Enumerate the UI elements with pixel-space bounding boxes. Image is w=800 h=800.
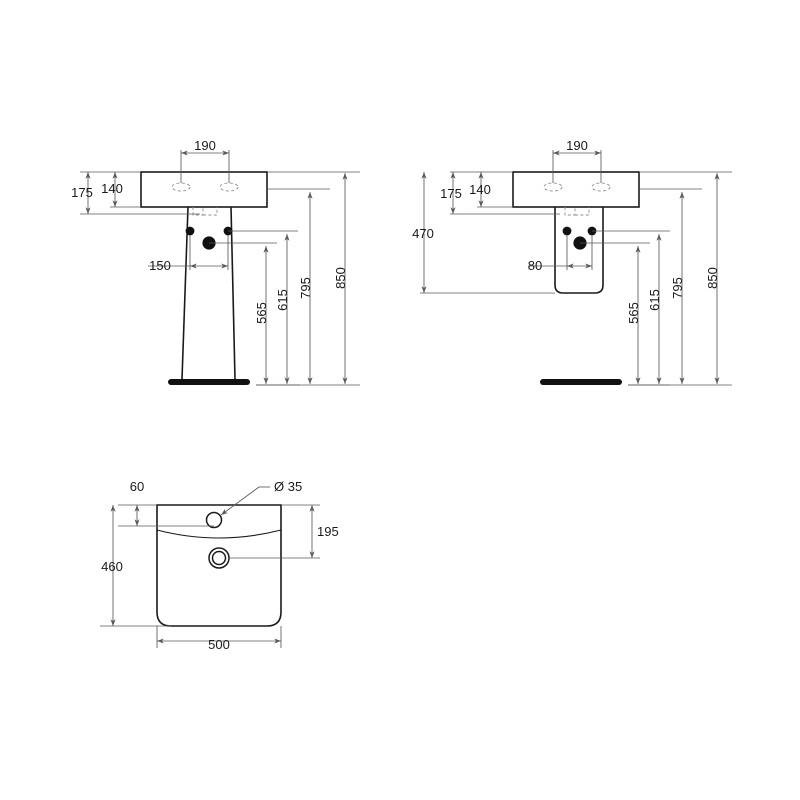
view-plan: Ø 35 60 195 460 500 — [100, 479, 339, 652]
dim-label-140-right: 140 — [469, 182, 491, 197]
tap-hole-left-2 — [219, 182, 239, 192]
dim-label-850-right: 850 — [705, 267, 720, 289]
dim-label-190-right: 190 — [566, 138, 588, 153]
hidden-trap-outline-left — [192, 207, 204, 216]
supply-point-right-hot — [562, 226, 572, 236]
pedestal-column-left — [181, 206, 236, 380]
dim-label-140-left: 140 — [101, 181, 123, 196]
dim-label-460-plan: 460 — [101, 559, 123, 574]
dim-label-615-left: 615 — [275, 289, 290, 311]
semipedestal-shroud-right — [554, 207, 604, 294]
supply-point-left-hot — [185, 226, 195, 236]
hidden-trap-outline-right — [564, 207, 576, 216]
tap-hole-right-2 — [591, 182, 611, 192]
leader-dia35-plan — [220, 486, 260, 516]
dim-label-795-right: 795 — [670, 277, 685, 299]
dim-label-195-plan: 195 — [317, 524, 339, 539]
view-front-semipedestal: 190 175 140 470 80 565 — [412, 138, 732, 386]
dim-label-565-right: 565 — [626, 302, 641, 324]
dim-label-175-right: 175 — [440, 186, 462, 201]
view-front-pedestal: 190 175 140 150 565 615 — [71, 138, 360, 386]
dim-label-470-right: 470 — [412, 226, 434, 241]
hidden-trap-outline-right-2 — [575, 207, 590, 216]
dim-label-795-left: 795 — [298, 277, 313, 299]
dim-label-190-left: 190 — [194, 138, 216, 153]
bowl-rim-curve-plan — [156, 529, 282, 539]
dim-label-850-left: 850 — [333, 267, 348, 289]
basin-body-front-right — [512, 171, 640, 208]
dim-label-175-left: 175 — [71, 185, 93, 200]
dim-label-80-right: 80 — [528, 258, 542, 273]
dim-label-500-plan: 500 — [208, 637, 230, 652]
basin-outline-plan — [156, 504, 282, 627]
dim-label-615-right: 615 — [647, 289, 662, 311]
tap-hole-right-1 — [543, 182, 563, 192]
tap-hole-left-1 — [171, 182, 191, 192]
tap-hole-plan — [205, 511, 223, 529]
waste-outlet-plan-inner — [211, 550, 227, 566]
dim-label-565-left: 565 — [254, 302, 269, 324]
dim-label-dia35-plan: Ø 35 — [274, 479, 302, 494]
floor-line-right — [540, 379, 622, 385]
dim-label-150-left: 150 — [149, 258, 171, 273]
dim-label-60-plan: 60 — [130, 479, 144, 494]
basin-body-front-left — [140, 171, 268, 208]
floor-line-left — [168, 379, 250, 385]
hidden-trap-outline-left-2 — [203, 207, 218, 216]
